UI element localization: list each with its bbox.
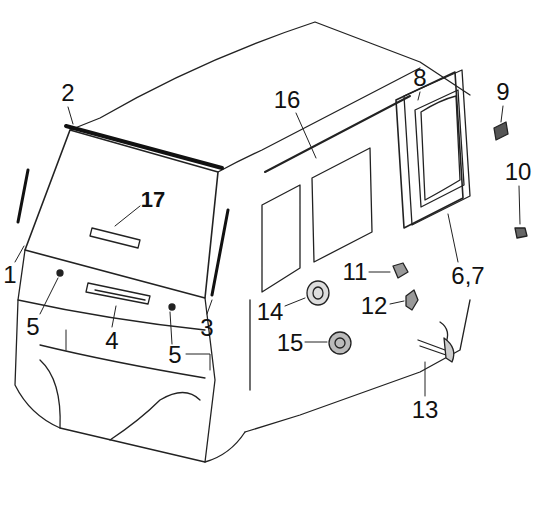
callout-number: 11 [343,260,368,284]
callout-number: 14 [257,300,284,324]
callout-number: 13 [412,398,439,422]
callout-number: 10 [505,160,532,184]
callout-number: 1 [3,263,16,287]
callout-number: 17 [141,189,165,211]
callout-number: 16 [274,88,301,112]
callout-number: 15 [277,331,304,355]
callout-number: 12 [361,294,388,318]
callout-number: 6,7 [451,264,484,288]
callout-number: 2 [61,81,74,105]
callout-number: 9 [496,80,509,104]
callout-number: 8 [413,66,426,90]
callout-number: 4 [105,329,118,353]
callout-number: 3 [200,316,213,340]
callout-number: 5 [168,343,181,367]
callout-number: 5 [26,315,39,339]
